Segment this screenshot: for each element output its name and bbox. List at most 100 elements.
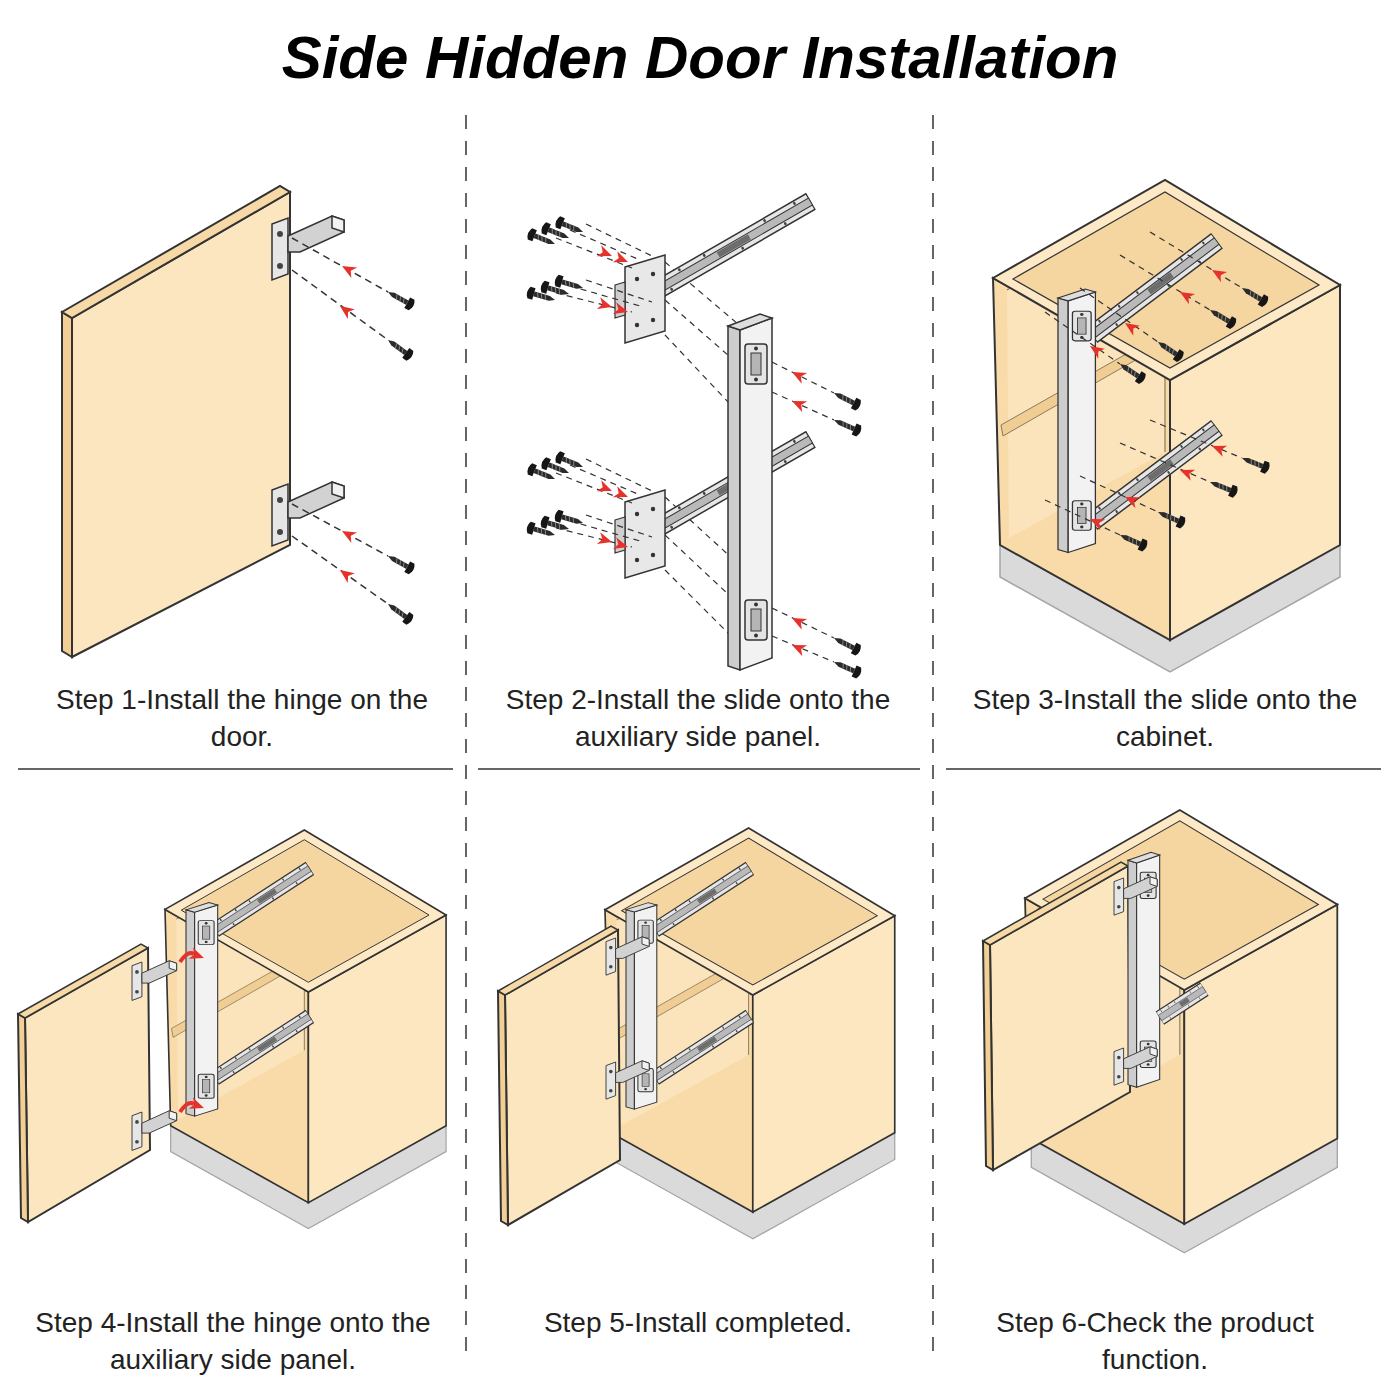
slide-and-side-panel-part xyxy=(556,224,834,662)
step-caption: Step 6-Check the product function. xyxy=(955,1304,1355,1378)
cabinet-with-slides-part xyxy=(1240,452,1271,474)
cabinet-door-attach-part xyxy=(189,1098,206,1114)
cabinet-with-slides-part xyxy=(1118,530,1149,553)
cabinet-with-slides-part xyxy=(1209,265,1227,282)
cabinet-with-slides-part xyxy=(1208,476,1239,498)
slide-and-side-panel-part-part xyxy=(556,473,632,503)
cabinet-door-attach-part xyxy=(25,948,150,1222)
slide-and-side-panel-part-part xyxy=(556,238,632,268)
cabinet-door-attach-part xyxy=(189,948,206,964)
cabinet-with-slides-part-part xyxy=(1120,443,1210,482)
cabinet-with-slides-part-part xyxy=(1150,232,1242,288)
cabinet-door-closed-part xyxy=(1114,877,1157,915)
cabinet-with-slides-part-part xyxy=(1045,312,1120,364)
cabinet-with-slides-part xyxy=(1178,464,1195,480)
step-caption: Step 2-Install the slide onto the auxili… xyxy=(488,681,908,755)
cabinet-door-installed-part xyxy=(606,937,649,975)
slide-and-side-panel-part-part xyxy=(586,280,652,302)
cabinet-door-installed-part xyxy=(498,991,508,1225)
door-with-hinges-part xyxy=(62,186,290,318)
cabinet-door-closed-part xyxy=(990,866,1130,1170)
door-with-hinges-part xyxy=(384,599,415,626)
door-with-hinges-part xyxy=(385,287,416,312)
door-with-hinges-part xyxy=(62,312,72,657)
slide-and-side-panel-part-part xyxy=(772,636,834,662)
cabinet-door-closed-part xyxy=(983,862,1128,945)
cabinet-door-installed-part xyxy=(605,828,895,1239)
slide-and-side-panel-part-part xyxy=(586,224,652,256)
slide-and-side-panel-part xyxy=(790,640,808,657)
cabinet-door-attach-part xyxy=(132,961,177,1001)
slide-and-side-panel-part xyxy=(832,415,863,438)
cabinet-door-attach-part xyxy=(186,903,218,1117)
door-with-hinges-part xyxy=(272,482,344,546)
cabinet-door-closed-part xyxy=(1114,1047,1157,1085)
cabinet-with-slides-part xyxy=(1088,514,1106,531)
slide-and-side-panel-part xyxy=(831,633,862,657)
panel-separator-part xyxy=(932,115,934,1362)
cabinet-with-slides-part xyxy=(1177,287,1195,304)
slide-and-side-panel-part xyxy=(789,367,807,384)
cabinet-door-attach-part xyxy=(211,863,313,937)
cabinet-door-closed-part xyxy=(1156,983,1208,1024)
slide-and-side-panel-part xyxy=(790,396,808,413)
cabinet-door-installed-part xyxy=(651,863,753,937)
cabinet-door-closed xyxy=(983,810,1337,1253)
slide-and-side-panel-part xyxy=(597,245,614,261)
door-with-hinges-part xyxy=(336,301,354,319)
cabinet-with-slides-part xyxy=(1045,232,1242,535)
door-with-hinges-part xyxy=(336,565,354,583)
door-with-hinges-part xyxy=(272,216,344,280)
slide-and-side-panel-part xyxy=(789,613,807,630)
cabinet-with-slides xyxy=(993,180,1340,672)
slide-and-side-panel-part xyxy=(526,228,557,250)
slide-and-side-panel-part xyxy=(525,286,556,306)
slide-and-side-panel-part xyxy=(615,490,665,578)
cabinet-with-slides-part xyxy=(1122,318,1140,336)
cabinet-with-slides-part xyxy=(1058,289,1095,552)
cabinet-with-slides-part xyxy=(1087,421,1222,529)
door-with-hinges-part-part xyxy=(292,238,388,292)
cabinet-with-slides-part-part xyxy=(1120,255,1210,310)
cabinet-with-slides-part xyxy=(1087,341,1105,359)
door-with-hinges-part-part xyxy=(292,504,388,556)
slide-and-side-panel-part xyxy=(597,532,614,547)
slide-and-side-panel xyxy=(525,194,862,679)
cabinet-door-attach-part xyxy=(18,1014,28,1222)
cabinet-door-attach-part xyxy=(165,830,446,1229)
cabinet-door-installed-part xyxy=(606,1061,649,1099)
slide-and-side-panel-part xyxy=(525,521,556,541)
step-caption: Step 3-Install the slide onto the cabine… xyxy=(955,681,1375,755)
cabinet-with-slides-part xyxy=(1117,359,1148,385)
cabinet-door-installed-part xyxy=(498,926,618,995)
door-with-hinges-part xyxy=(292,238,388,604)
step-caption: Step 5-Install completed. xyxy=(478,1304,918,1341)
slide-and-side-panel-part-part xyxy=(772,392,834,420)
slide-and-side-panel-part xyxy=(613,537,630,552)
slide-and-side-panel-part xyxy=(597,297,614,312)
cabinet-with-slides-part xyxy=(1239,283,1270,308)
door-with-hinges-part xyxy=(339,261,357,278)
slide-and-side-panel-part xyxy=(613,486,630,502)
slide-and-side-panel-part-part xyxy=(772,362,834,393)
cabinet-door-attach xyxy=(18,830,446,1229)
cabinet-with-slides-part xyxy=(1123,492,1141,509)
cabinet-door-attach-part xyxy=(211,1011,313,1085)
cabinet-with-slides-part xyxy=(1087,234,1222,342)
cabinet-with-slides-part xyxy=(1156,507,1187,530)
cabinet-door-closed-part xyxy=(983,941,993,1170)
panel-separator-part xyxy=(946,768,1381,770)
step-caption: Step 4-Install the hinge onto the auxili… xyxy=(23,1304,443,1378)
cabinet-with-slides-part xyxy=(1210,440,1227,456)
slide-and-side-panel-part-part xyxy=(772,608,834,638)
cabinet-with-slides-part xyxy=(993,180,1340,672)
door-with-hinges xyxy=(62,186,416,657)
slide-and-side-panel-part xyxy=(597,480,614,496)
slide-and-side-panel-part xyxy=(831,388,862,412)
panel-separator-part xyxy=(465,115,467,1362)
cabinet-with-slides-part-part xyxy=(1080,288,1158,342)
slide-and-side-panel-part xyxy=(613,251,630,267)
cabinet-door-installed-part xyxy=(505,930,620,1225)
door-with-hinges-part-part xyxy=(292,536,388,604)
